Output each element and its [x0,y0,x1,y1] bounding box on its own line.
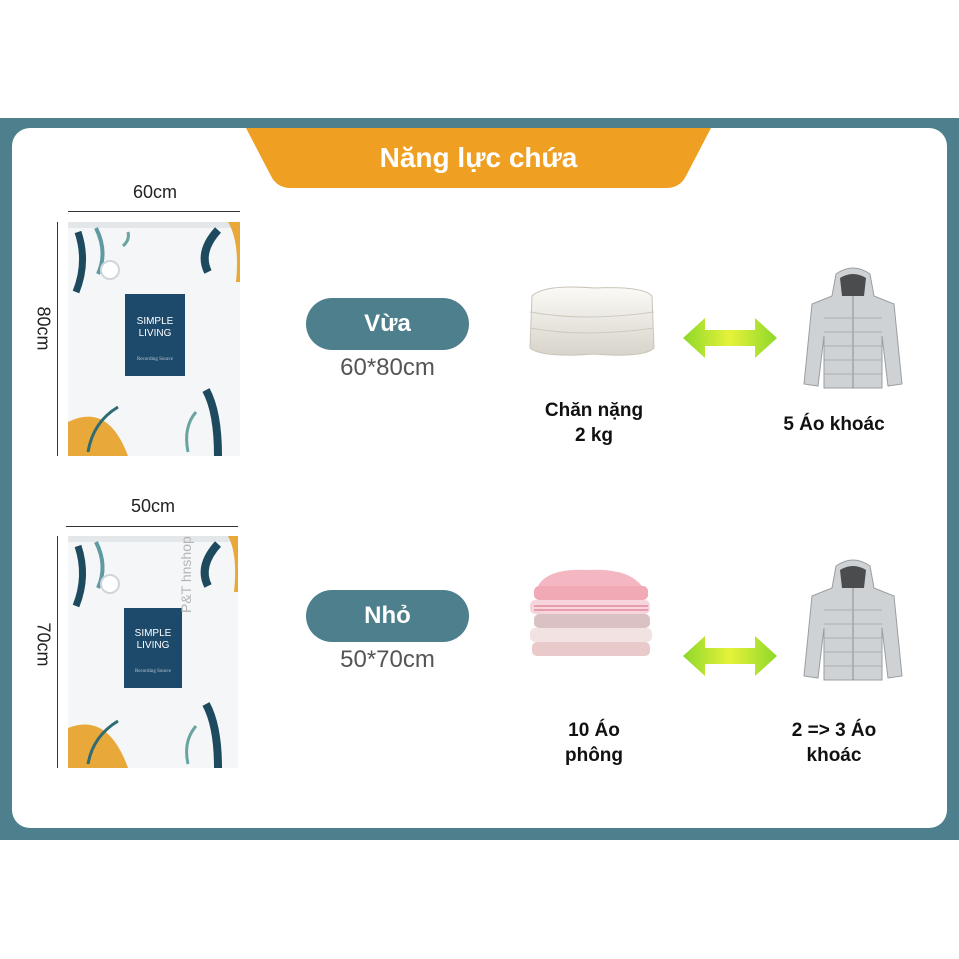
size-dims-small: 50*70cm [340,646,435,673]
bag-width-label: 60cm [132,182,177,202]
watermark: P&T hnshop [178,536,194,613]
bag-brand-line1: SIMPLE [137,316,174,327]
bag-height-label: 80cm [33,306,54,351]
bag-width-label-small: 50cm [130,496,175,516]
size-pill-medium: Vừa [306,298,469,350]
title-banner [246,128,711,188]
width-dimension-line-small [66,526,238,527]
double-arrow-icon-small [683,636,777,676]
bag-brand-line2: LIVING [139,328,172,339]
bag-script: Recording Source [137,357,174,362]
size-dims-medium: 60*80cm [340,354,435,381]
width-dimension-line [68,211,240,212]
bag-height-label-small: 70cm [33,622,54,667]
bag-brand-line1-small: SIMPLE [135,628,172,639]
height-dimension-line [57,222,58,456]
blanket-caption: Chăn nặng 2 kg [544,400,644,446]
jacket-caption-small: 2 => 3 Áo khoác [791,720,877,766]
vacuum-bag-image: SIMPLE LIVING Recording Source [68,222,240,456]
bag-brand-line2-small: LIVING [137,640,170,651]
height-dimension-line-small [57,536,58,768]
shirts-caption: 10 Áo phông [564,720,624,766]
folded-shirts-image [530,569,652,656]
folded-blanket-image [529,286,655,356]
vacuum-bag-image-small: SIMPLE LIVING Recording Source [68,536,238,768]
banner-title: Năng lực chứa [379,142,578,173]
size-pill-small: Nhỏ [306,590,469,642]
puffer-jacket-image-small [803,559,903,681]
bag-script-small: Recording Source [135,669,172,674]
double-arrow-icon [683,318,777,358]
puffer-jacket-image [803,267,903,389]
jacket-caption-medium: 5 Áo khoác [783,414,885,435]
